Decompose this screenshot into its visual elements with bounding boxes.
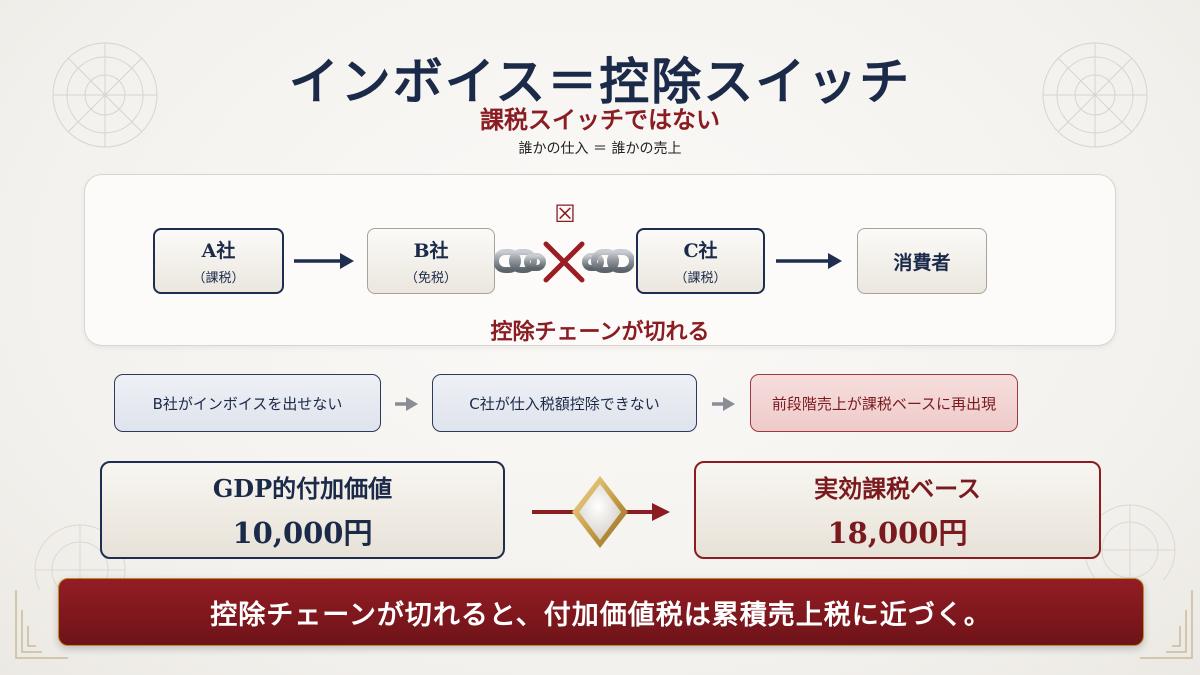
entity-b-tag: （免税） xyxy=(404,271,457,286)
corner-fret-right xyxy=(1140,590,1193,659)
arrow-c-to-consumer-icon xyxy=(776,253,842,269)
step-no-deduction: C社が仕入税額控除できない xyxy=(432,374,697,432)
entity-b-name: B社 xyxy=(413,240,449,262)
step-no-invoice: B社がインボイスを出せない xyxy=(114,374,381,432)
page-subtitle: 課税スイッチではない xyxy=(480,105,720,134)
arrow-a-to-b-icon xyxy=(294,253,354,269)
entity-consumer: 消費者 xyxy=(857,228,987,294)
conclusion-banner: 控除チェーンが切れると、付加価値税は累積売上税に近づく。 xyxy=(58,578,1144,646)
entity-b: B社 （免税） xyxy=(367,228,495,294)
entity-a-tag: （課税） xyxy=(192,271,245,286)
entity-c-tag: （課税） xyxy=(674,271,727,286)
entity-a: A社 （課税） xyxy=(153,228,284,294)
step-arrow-2-icon xyxy=(712,397,735,411)
chain-break-label: 控除チェーンが切れる xyxy=(490,319,710,345)
entity-c: C社 （課税） xyxy=(636,228,765,294)
entity-c-name: C社 xyxy=(683,240,718,262)
diamond-arrow-icon xyxy=(532,476,670,548)
ornament-top-left xyxy=(52,42,158,148)
page-caption: 誰かの仕入 ＝ 誰かの売上 xyxy=(518,141,682,157)
entity-consumer-name: 消費者 xyxy=(893,251,951,274)
entity-a-name: A社 xyxy=(201,240,236,262)
tax-base-value: 18,000円 xyxy=(827,515,968,550)
step-tax-base-reappears: 前段階売上が課税ベースに再出現 xyxy=(750,374,1018,432)
page-title: インボイス＝控除スイッチ xyxy=(288,52,912,111)
break-symbol: ☒ xyxy=(554,200,576,228)
broken-chain-icon xyxy=(494,241,634,283)
corner-fret-left xyxy=(15,590,68,659)
tax-base-label: 実効課税ベース xyxy=(814,473,981,503)
tax-base-value-box: 実効課税ベース 18,000円 xyxy=(694,461,1101,559)
gdp-value: 10,000円 xyxy=(232,515,373,550)
gdp-label: GDP的付加価値 xyxy=(212,473,393,503)
gdp-value-box: GDP的付加価値 10,000円 xyxy=(100,461,505,559)
step-arrow-1-icon xyxy=(395,397,418,411)
ornament-top-right xyxy=(1042,42,1148,148)
